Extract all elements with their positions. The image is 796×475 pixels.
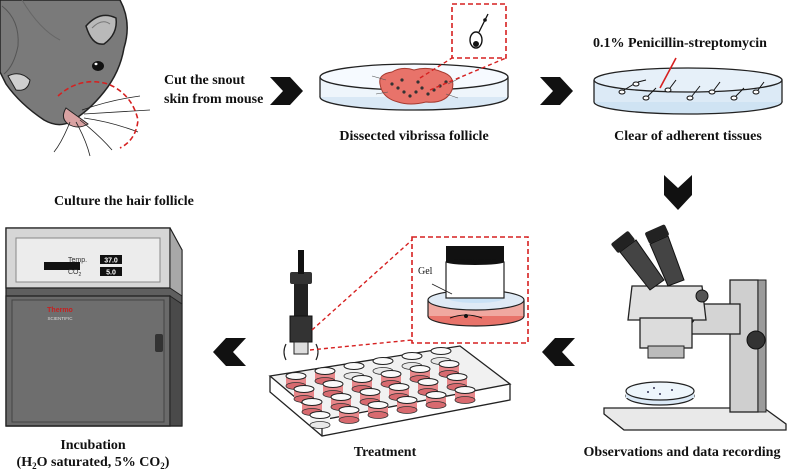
chevron-left-icon <box>213 338 246 366</box>
chevron-left-icon <box>542 338 575 366</box>
petri-dish-icon <box>593 57 783 115</box>
step-incubation-conditions: (H2O saturated, 5% CO2) <box>16 455 170 471</box>
chevron-right-icon <box>270 77 303 105</box>
chevron-down-icon <box>664 175 692 210</box>
step-clear: Clear of adherent tissues <box>614 129 762 144</box>
step-treatment: Treatment <box>353 445 417 460</box>
temp-value: 37.0 <box>104 258 118 265</box>
brand-subtitle: SCIENTIFIC <box>47 316 73 321</box>
gel-label: Gel <box>418 266 433 277</box>
step-incubation: Incubation <box>60 438 126 453</box>
microscope-icon <box>603 224 787 431</box>
incubator-icon <box>5 227 183 427</box>
temp-label: Temp. <box>68 257 87 264</box>
step-dissected: Dissected vibrissa follicle <box>339 129 489 144</box>
petri-dish-icon <box>319 3 509 111</box>
mouse-illustration <box>0 0 151 157</box>
chevron-right-icon <box>540 77 573 105</box>
co2-label: CO2 <box>68 269 82 278</box>
step-observe: Observations and data recording <box>583 445 781 460</box>
step-culture: Culture the hair follicle <box>54 194 194 209</box>
step-cut-line2: skin from mouse <box>164 92 264 107</box>
antibiotic-label: 0.1% Penicillin-streptomycin <box>593 36 767 51</box>
well-grid <box>285 347 476 429</box>
step-cut-line1: Cut the snout <box>164 73 245 88</box>
brand-logo: Thermo <box>47 307 73 314</box>
well-plate-icon <box>268 236 529 437</box>
co2-value: 5.0 <box>106 270 116 277</box>
